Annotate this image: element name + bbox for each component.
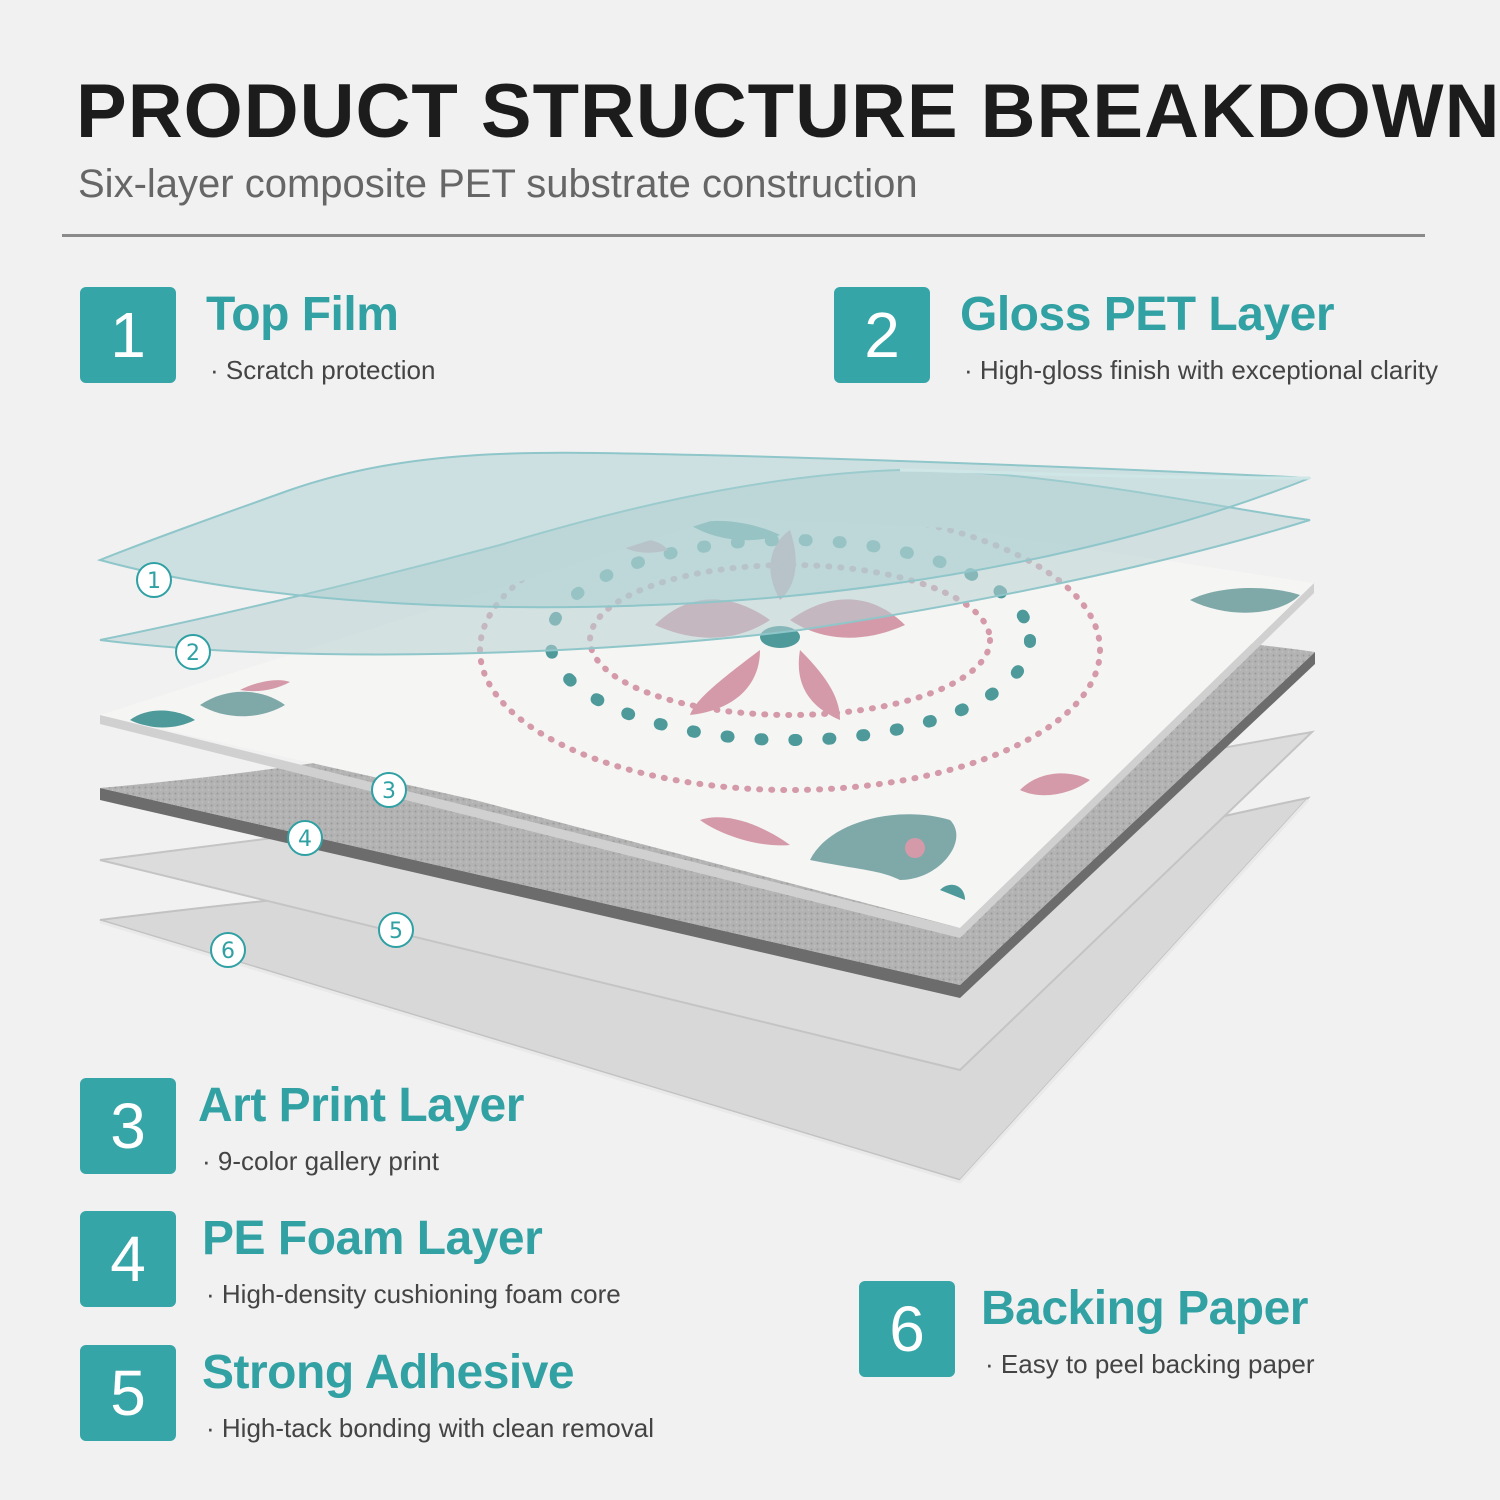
svg-text:5: 5 — [389, 919, 403, 944]
svg-text:6: 6 — [221, 939, 235, 964]
callout-2: 2 — [175, 634, 211, 670]
layer-title: Strong Adhesive — [202, 1346, 575, 1399]
layer-title: Art Print Layer — [198, 1079, 524, 1132]
layer-title: Gloss PET Layer — [960, 288, 1335, 341]
callout-1: 1 — [136, 562, 172, 598]
svg-text:1: 1 — [147, 569, 161, 594]
callout-3: 3 — [371, 772, 407, 808]
layer-description: Scratch protection — [210, 355, 436, 386]
layer-title: PE Foam Layer — [202, 1212, 543, 1265]
layer-number-badge: 5 — [80, 1345, 176, 1441]
callout-6: 6 — [210, 932, 246, 968]
layer-title: Backing Paper — [981, 1282, 1308, 1335]
layer-number-badge: 4 — [80, 1211, 176, 1307]
svg-text:4: 4 — [298, 827, 312, 852]
foam-sheet-edge — [100, 652, 1315, 998]
callout-5: 5 — [378, 912, 414, 948]
layer-description: 9-color gallery print — [202, 1146, 439, 1177]
layer-number-badge: 3 — [80, 1078, 176, 1174]
callout-4: 4 — [287, 820, 323, 856]
svg-text:2: 2 — [186, 641, 200, 666]
layer-description: High-tack bonding with clean removal — [206, 1413, 654, 1444]
svg-text:3: 3 — [382, 779, 396, 804]
top-film — [96, 451, 1311, 609]
layer-description: High-density cushioning foam core — [206, 1279, 621, 1310]
header-divider — [62, 234, 1425, 237]
layer-number-badge: 1 — [80, 287, 176, 383]
layer-title: Top Film — [206, 288, 399, 341]
art-print-sheet-edge — [100, 583, 1314, 938]
page-subtitle: Six-layer composite PET substrate constr… — [78, 162, 918, 206]
page-title: PRODUCT STRUCTURE BREAKDOWN — [76, 69, 1500, 154]
layer-number-badge: 6 — [859, 1281, 955, 1377]
layer-description: Easy to peel backing paper — [985, 1349, 1315, 1380]
layer-description: High-gloss finish with exceptional clari… — [964, 355, 1438, 386]
layer-number-badge: 2 — [834, 287, 930, 383]
